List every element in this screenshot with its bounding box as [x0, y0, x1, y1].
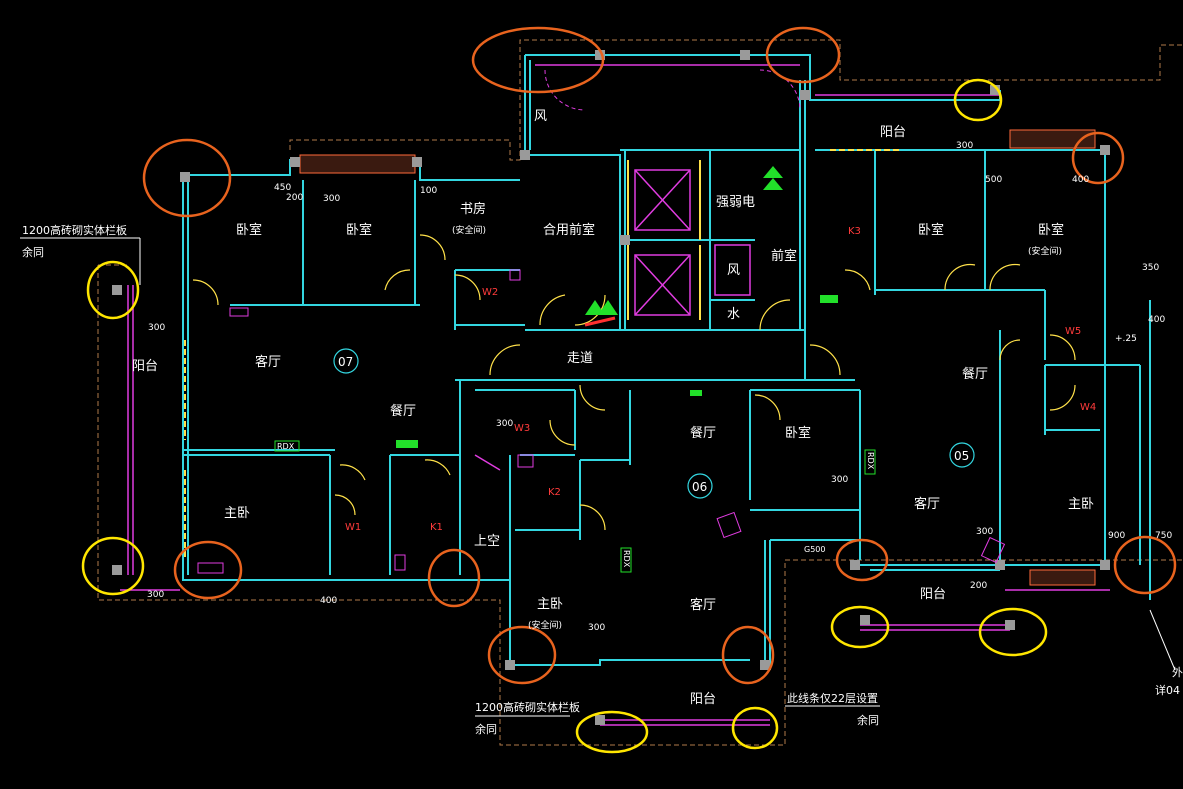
room-label-master-06: 主卧	[537, 597, 563, 612]
dim-450: 450	[274, 183, 291, 193]
dim-300-b: 300	[496, 419, 513, 429]
room-label-bedroom-05-safe-note: (安全间)	[1028, 245, 1062, 257]
mark-w2: W2	[482, 287, 498, 298]
fire-equipment	[396, 166, 838, 448]
note-floor-line1: 此线条仅22层设置	[787, 691, 878, 705]
dim-400-a: 400	[320, 596, 337, 606]
room-label-dining-07: 餐厅	[390, 403, 416, 419]
room-label-balcony-06: 阳台	[690, 692, 716, 707]
room-label-front-room: 前室	[771, 248, 797, 264]
note-leaders	[20, 237, 1176, 717]
dim-300-f: 300	[956, 141, 973, 151]
note-rail-left-line1: 1200高砖砌实体栏板	[22, 223, 127, 237]
g500-tag: G500	[804, 545, 825, 554]
rdx-tag-1: RDX	[274, 440, 300, 452]
walls	[182, 54, 1151, 670]
dim-200-b: 200	[970, 581, 987, 591]
mark-k1: K1	[430, 522, 443, 533]
unit-number-07: 07	[338, 355, 353, 369]
rdx-tag-1-label: RDX	[277, 442, 295, 451]
dim-300-left-b: 300	[147, 590, 164, 600]
room-label-corridor: 走道	[567, 351, 593, 366]
mark-w1: W1	[345, 522, 361, 533]
mark-w3: W3	[514, 423, 530, 434]
dim-300-left: 300	[148, 323, 165, 333]
room-label-wind-1: 风	[534, 109, 547, 124]
mark-w4: W4	[1080, 402, 1096, 413]
room-label-weak-elec: 强弱电	[716, 195, 755, 210]
window-lines	[120, 64, 1110, 726]
unit-number-06: 06	[692, 480, 707, 494]
room-label-master-06-safe: (安全间)	[528, 619, 562, 631]
room-label-bedroom-05: 卧室	[918, 222, 944, 238]
room-label-study-safe: (安全间)	[452, 224, 486, 236]
note-right-edge-1: 外	[1172, 666, 1183, 679]
fixtures	[197, 269, 1006, 574]
dim-300-d: 300	[831, 475, 848, 485]
room-label-master-05: 主卧	[1068, 497, 1094, 512]
room-label-balcony-05-top: 阳台	[880, 125, 906, 140]
rdx-tag-2: RDX	[864, 449, 876, 475]
dim-100: 100	[420, 186, 437, 196]
room-label-bedroom-06: 卧室	[785, 425, 811, 441]
room-label-dining-05: 餐厅	[962, 366, 988, 382]
window-boxes	[299, 129, 1096, 586]
unit-number-05: 05	[954, 449, 969, 463]
dim-300-c: 300	[588, 623, 605, 633]
room-label-shared-hall: 合用前室	[543, 222, 595, 238]
room-label-study: 书房	[460, 201, 486, 217]
note-right-edge-2: 详04	[1155, 683, 1180, 697]
note-rail-bottom-line2: 余同	[475, 722, 497, 736]
dim-900: 900	[1108, 531, 1125, 541]
dim-300-e: 300	[976, 527, 993, 537]
rdx-tag-3-label: RDX	[622, 550, 631, 568]
red-pipe	[584, 316, 616, 327]
rdx-tag-2-label: RDX	[866, 452, 875, 470]
orange-circle-marks	[142, 26, 1177, 685]
unit-markers	[333, 348, 975, 499]
room-label-living-07: 客厅	[255, 354, 281, 370]
room-label-void: 上空	[474, 534, 500, 549]
yellow-circle-marks	[81, 78, 1048, 754]
dim-400-c: 400	[1148, 315, 1165, 325]
dim-125: +.25	[1115, 334, 1137, 344]
dashed-arcs	[544, 69, 801, 111]
columns	[112, 50, 1110, 725]
note-floor-line2: 余同	[857, 713, 879, 727]
shaft-walls	[627, 160, 701, 320]
mark-w5: W5	[1065, 326, 1081, 337]
dim-400-b: 400	[1072, 175, 1089, 185]
room-label-water: 水	[727, 307, 740, 322]
room-label-living-05: 客厅	[914, 496, 940, 512]
room-label-bedroom-05-safe: 卧室	[1038, 222, 1064, 238]
dim-750: 750	[1155, 531, 1172, 541]
room-label-living-06: 客厅	[690, 597, 716, 613]
note-rail-left-line2: 余同	[22, 245, 44, 259]
room-label-balcony-05: 阳台	[920, 587, 946, 602]
dim-350: 350	[1142, 263, 1159, 273]
yellow-lines	[184, 149, 900, 560]
room-label-master-07: 主卧	[224, 506, 250, 521]
note-rail-bottom-line1: 1200高砖砌实体栏板	[475, 700, 580, 714]
mark-k3: K3	[848, 226, 861, 237]
dim-300-a: 300	[323, 194, 340, 204]
elevator-shafts	[634, 169, 751, 316]
dim-500: 500	[985, 175, 1002, 185]
room-label-balcony-07: 阳台	[132, 359, 158, 374]
rdx-tag-3: RDX	[620, 547, 632, 573]
dim-200-a: 200	[286, 193, 303, 203]
room-label-wind-2: 风	[727, 263, 740, 278]
door-swings	[192, 234, 1076, 531]
room-label-dining-06: 餐厅	[690, 425, 716, 441]
mark-k2: K2	[548, 487, 561, 498]
room-label-bedroom-2: 卧室	[346, 222, 372, 238]
room-label-bedroom-1: 卧室	[236, 222, 262, 238]
